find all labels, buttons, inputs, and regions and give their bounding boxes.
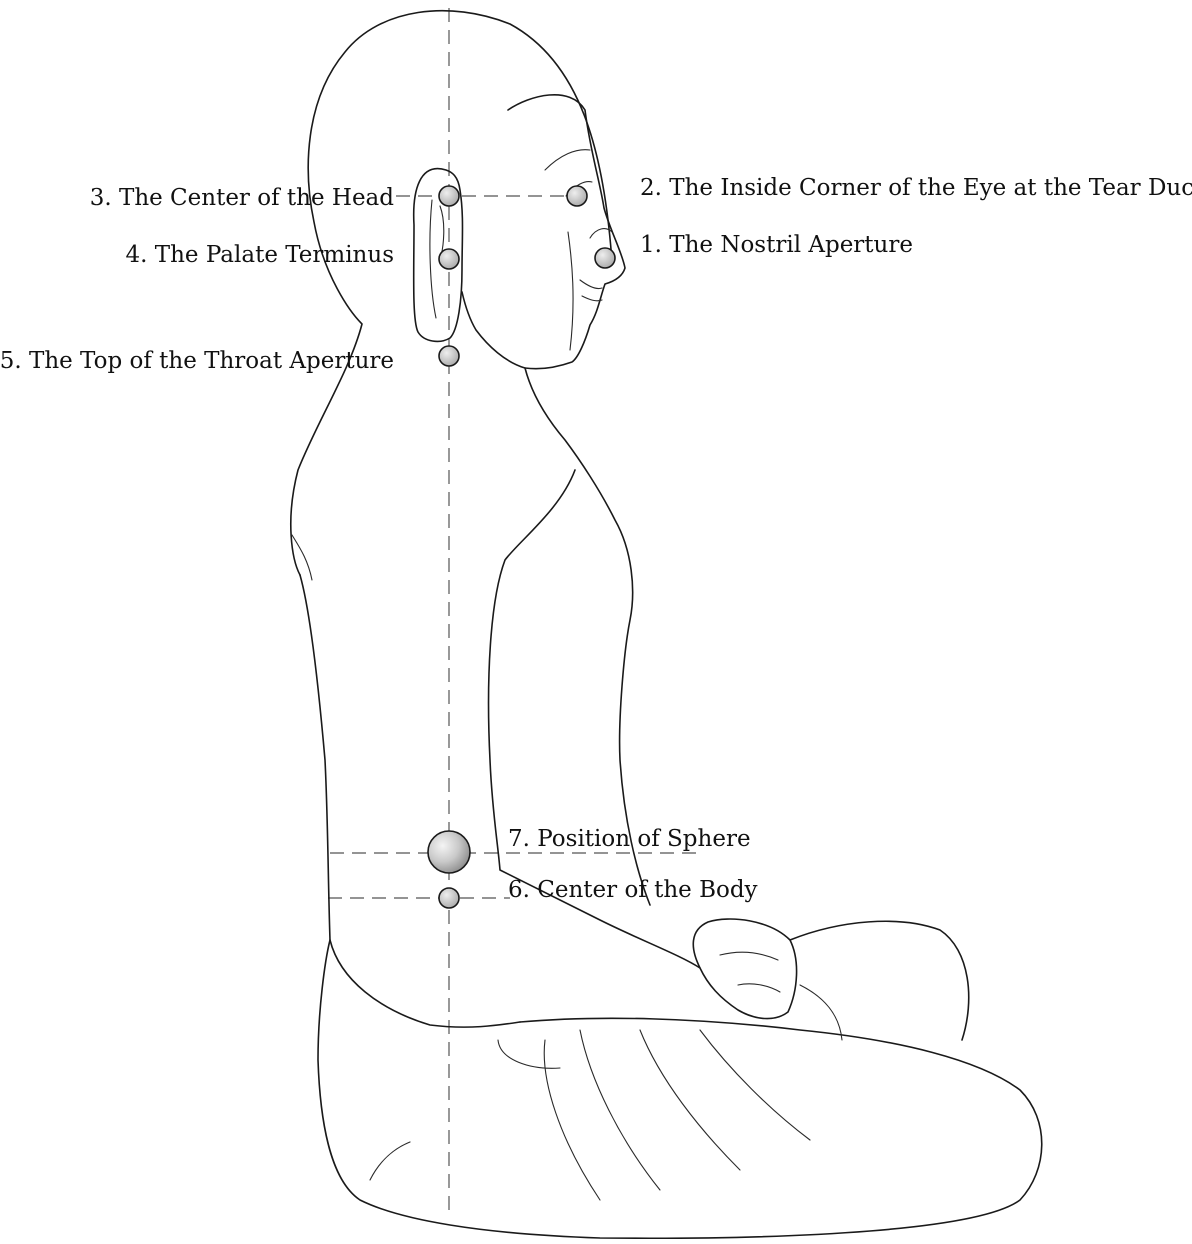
brow-line <box>545 150 590 170</box>
armpit-line <box>292 535 312 580</box>
point-nostril <box>595 248 615 268</box>
legs-outline <box>318 940 1042 1238</box>
label-throat: 5. The Top of the Throat Aperture <box>0 348 394 374</box>
label-palate: 4. The Palate Terminus <box>126 242 394 268</box>
back-arm-outline <box>300 575 520 1027</box>
finger-lines <box>720 952 780 992</box>
sphere-ball <box>428 831 470 873</box>
sash-line <box>370 1142 410 1180</box>
point-throat <box>439 346 459 366</box>
labels: 1. The Nostril Aperture 2. The Inside Co… <box>0 175 1192 903</box>
knee-outline <box>790 921 969 1040</box>
mouth-line <box>580 280 602 301</box>
face-profile-outline <box>462 95 625 369</box>
point-head-center <box>439 186 459 206</box>
label-body-center: 6. Center of the Body <box>508 877 758 903</box>
points <box>428 186 615 908</box>
label-sphere: 7. Position of Sphere <box>508 826 751 852</box>
point-body-center <box>439 888 459 908</box>
point-eye <box>567 186 587 206</box>
neck-front-outline <box>525 368 650 905</box>
hands-outline <box>693 919 796 1019</box>
label-nostril: 1. The Nostril Aperture <box>640 232 913 258</box>
cheek-line <box>568 232 573 350</box>
label-head-center: 3. The Center of the Head <box>90 185 395 211</box>
point-palate <box>439 249 459 269</box>
label-eye: 2. The Inside Corner of the Eye at the T… <box>640 175 1192 201</box>
robe-folds <box>498 985 842 1200</box>
